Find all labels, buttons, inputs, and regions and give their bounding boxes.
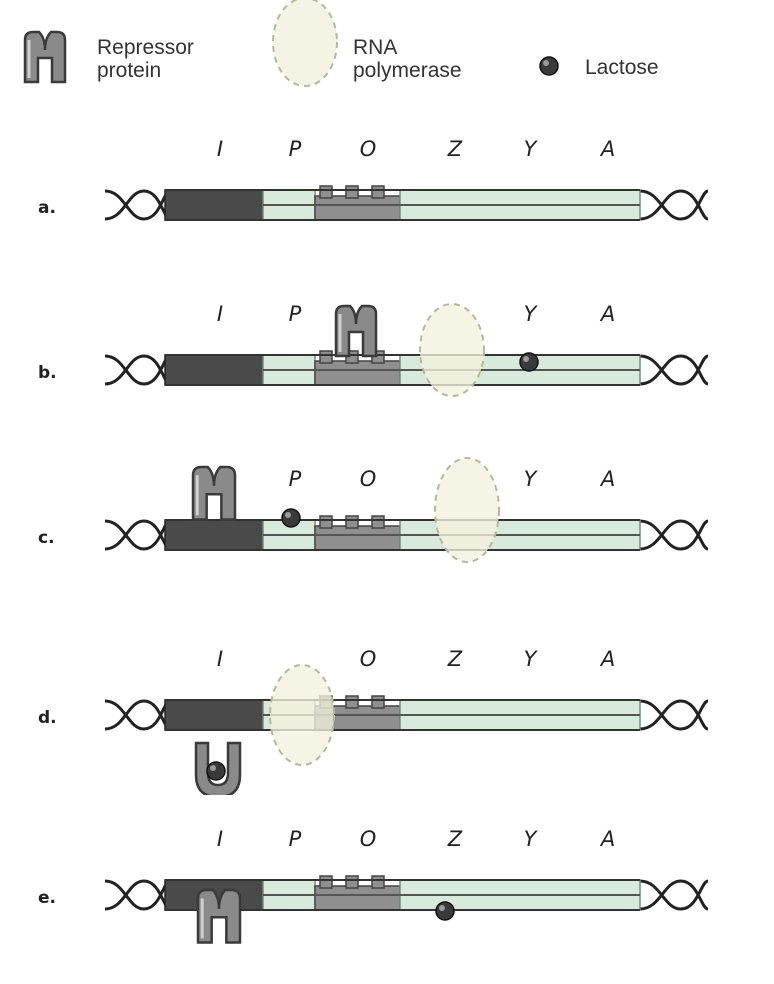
operator-region [314,525,401,551]
panel-label: d. [38,708,57,728]
gene-label-o: O [360,467,377,491]
legend-polymerase-label: RNA polymerase [353,36,462,82]
gene-label-y: Y [524,647,539,671]
operator-region [314,195,401,221]
gene-label-p: P [289,302,302,326]
lactose-molecule [435,901,455,921]
legend-repressor-label: Repressor protein [97,36,194,82]
operator-notch [345,185,359,199]
legend-repressor-icon [23,30,67,84]
gene-label-y: Y [524,467,539,491]
panel-label: a. [38,198,56,218]
dna-helix-right [639,879,709,911]
legend-lactose-label: Lactose [585,56,659,79]
operator-notch [371,515,385,529]
gene-label-p: P [289,827,302,851]
gene-i-region [164,189,264,221]
operator-notch [371,875,385,889]
gene-label-z: Z [447,827,463,851]
repressor-protein [334,304,378,358]
operator-notch [319,185,333,199]
dna-helix-right [639,699,709,731]
operator-notch [345,695,359,709]
gene-label-a: A [599,827,615,851]
gene-label-z: Z [447,137,463,161]
gene-i-region [164,519,264,551]
gene-label-i: I [217,827,223,851]
panel-b: I P Y Ab. [38,302,709,397]
gene-i-region [164,354,264,386]
gene-label-o: O [360,827,377,851]
repressor-lactose-complex [194,741,242,795]
operon-dna [164,350,641,386]
gene-label-p: P [289,467,302,491]
dna-helix-right [639,519,709,551]
operator-notch [345,515,359,529]
dna-helix-left [104,189,171,221]
gene-label-z: Z [447,647,463,671]
gene-label-i: I [217,137,223,161]
lactose-molecule [281,508,301,528]
gene-label-o: O [360,137,377,161]
panel-label: b. [38,363,57,383]
panel-label: e. [38,888,56,908]
operator-notch [319,350,333,364]
rna-polymerase [434,457,500,563]
legend-graphics [23,0,559,87]
dna-helix-left [104,879,171,911]
rna-polymerase [419,303,485,397]
gene-label-a: A [599,302,615,326]
gene-label-a: A [599,647,615,671]
dna-helix-left [104,354,171,386]
operator-notch [345,875,359,889]
dna-helix-left [104,519,171,551]
gene-label-y: Y [524,827,539,851]
gene-label-a: A [599,137,615,161]
dna-helix-right [639,354,709,386]
rna-polymerase [269,664,335,766]
gene-label-i: I [217,302,223,326]
legend-lactose-icon [539,56,559,76]
operator-notch [371,695,385,709]
panel-c: P O Y Ac. [38,457,709,563]
gene-label-o: O [360,647,377,671]
panel-label: c. [38,528,55,548]
repressor-protein [191,465,237,521]
gene-label-a: A [599,467,615,491]
operon-dna [164,185,641,221]
dna-helix-left [104,699,171,731]
panel-a: I P O Z Y Aa. [38,137,709,221]
gene-label-y: Y [524,137,539,161]
gene-label-i: I [217,647,223,671]
operator-region [314,885,401,911]
legend-polymerase-icon [272,0,338,87]
repressor-protein [196,888,242,944]
dna-helix-right [639,189,709,221]
operator-notch [319,875,333,889]
gene-label-y: Y [524,302,539,326]
operator-notch [319,515,333,529]
operator-region [314,360,401,386]
panel-d: I O Z Y Ad. [38,647,709,795]
operon-dna [164,695,641,731]
gene-i-region [164,699,264,731]
operon-dna [164,515,641,551]
panel-e: I P O Z Y Ae. [38,827,709,944]
operator-notch [371,185,385,199]
lactose-molecule [206,761,226,781]
lactose-molecule [519,352,539,372]
gene-label-p: P [289,137,302,161]
